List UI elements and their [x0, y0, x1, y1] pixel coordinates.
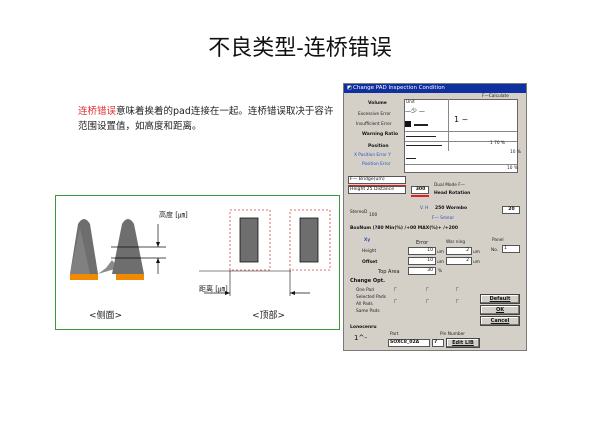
offset-warning-value: 2 [466, 258, 469, 263]
position-error-slider[interactable] [406, 158, 416, 159]
pin-number-label: Pin Number [440, 332, 466, 337]
volume-label: Volume [368, 101, 387, 106]
warning-column-header: War ning [446, 240, 466, 245]
vh-label: V. H [420, 206, 429, 211]
panel-pct-3: 10 % [507, 166, 518, 171]
offset-error-value: 10 [427, 258, 433, 263]
height-warning-input[interactable]: 2 [446, 247, 472, 255]
insufficient-color-swatch[interactable] [405, 121, 411, 127]
stereo-label: StereoD [350, 210, 368, 215]
dialog-titlebar[interactable]: ◩Change PAD Inspection Condition [344, 84, 526, 93]
panel-note-2: 1 ~ [454, 115, 469, 124]
window-icon: ◩ [347, 85, 352, 91]
height-error-value: 10 [427, 248, 433, 253]
top-area-input[interactable]: 30 [408, 267, 436, 275]
slide-description: 连桥错误意味着挨着的pad连接在一起。连桥错误取决于容许范围设置值，如高度和距离… [78, 104, 338, 134]
worm-input[interactable]: 20 [502, 206, 520, 214]
part-input[interactable]: SOXC8_02A [388, 339, 430, 347]
calculate-checkbox-label[interactable]: F—Calculate [482, 94, 509, 99]
bridge-checkbox-field[interactable]: F— Bridge(um) [348, 176, 406, 184]
default-button[interactable]: Default [480, 294, 520, 304]
description-text: 意味着挨着的pad连接在一起。连桥错误取决于容许范围设置值，如高度和距离。 [78, 106, 334, 132]
panel-pct-1: 1 70 % [490, 141, 506, 146]
stereo-value: 100 [369, 213, 378, 218]
side-view-caption: <侧面> [89, 311, 123, 321]
x-position-error-label: X Position Error Y [354, 153, 391, 158]
dialog-title: Change PAD Inspection Condition [353, 85, 445, 91]
panel-pct-2: 10 % [510, 150, 521, 155]
bridge-height-field[interactable]: Height 25 Distance [348, 186, 406, 194]
worm-label: 250 Wormbo [435, 206, 468, 211]
description-highlight: 连桥错误 [78, 106, 117, 117]
pin-number-input[interactable]: 7 [432, 339, 444, 347]
smear-label[interactable]: F— Smear [432, 216, 455, 221]
top-area-label: Top Area [378, 269, 400, 275]
offset-error-unit: um [437, 260, 444, 265]
insufficient-level-bar [414, 124, 428, 126]
panel-note-1: —少 — [405, 108, 425, 115]
solder-bridge-shape [98, 260, 118, 274]
part-value: SOXC8_02A [390, 340, 420, 345]
top-area-unit: % [438, 269, 443, 274]
height-error-unit: um [437, 250, 444, 255]
bridge-distance-value: 300 [415, 187, 426, 192]
bridge-height-label: Height 25 Distance [350, 187, 395, 192]
slide-title: 不良类型-连桥错误 [208, 36, 392, 61]
cancel-button[interactable]: Cancel [480, 316, 520, 326]
excessive-error-label: Excessive Error [358, 112, 391, 117]
selected-pads-option[interactable]: Selected Pads [356, 295, 386, 300]
dual-mode-label[interactable]: Dual Mode F— [434, 183, 466, 188]
pad-copper-left [70, 274, 98, 280]
part-label: Part [390, 332, 399, 337]
insufficient-error-label: Insufficient Error [356, 122, 392, 127]
pad-copper-right [116, 274, 144, 280]
bridge-distance-input[interactable]: 300 [411, 186, 429, 194]
change-opt-title: Change Opt. [350, 278, 385, 284]
height-label: 高度 [㎛] [159, 211, 188, 219]
pin-number-value: 7 [434, 340, 438, 345]
position-label: Position [368, 144, 389, 149]
solder-pad-left-shape [70, 219, 98, 274]
offset-error-input[interactable]: 10 [408, 257, 436, 265]
error-column-header: Error [416, 240, 429, 246]
panel-number-value: 1 [504, 246, 507, 251]
position-error-label: Position Error [362, 162, 391, 167]
top-area-value: 30 [427, 268, 433, 273]
all-pads-option[interactable]: All Pads [356, 302, 373, 307]
one-pad-option[interactable]: One Pad [356, 288, 374, 293]
unit-label: Unit [406, 100, 415, 105]
distance-label: 距离 [㎛] [199, 285, 228, 293]
change-pad-inspection-dialog: ◩Change PAD Inspection Condition F—Calcu… [343, 83, 527, 351]
offset-warning-input[interactable]: 2 [446, 257, 472, 265]
panel-no-label: No. [491, 248, 499, 253]
same-pads-option[interactable]: Same Pads [356, 309, 380, 314]
panel-number-input[interactable]: 1 [502, 245, 520, 253]
edit-lib-button[interactable]: Edit LIB [446, 338, 480, 348]
bridge-label: F— Bridge(um) [350, 177, 385, 182]
height-warning-value: 2 [466, 248, 469, 253]
bridge-diagram-drawing [70, 209, 331, 296]
height-row-label: Height [362, 249, 377, 254]
worm-value: 20 [508, 207, 515, 212]
top-view-caption: <顶部> [252, 311, 286, 321]
panel-label: Panel [492, 238, 504, 243]
warning-ratio-slider[interactable] [406, 136, 436, 137]
bridge-diagram: 高度 [㎛] 距离 [㎛] <侧面> <顶部> [55, 195, 340, 330]
lonocenru-label: Lonocenru [350, 325, 377, 330]
bottom-marker: 1^- [354, 334, 367, 342]
warning-ratio-label: Warning Ratio [362, 132, 399, 137]
position-slider[interactable] [406, 145, 442, 146]
box-num-label: BoxNum (?80 Min(%) /+00 MAX(%)+ /+200 [350, 226, 458, 231]
height-warning-unit: um [473, 250, 480, 255]
height-error-input[interactable]: 10 [408, 247, 436, 255]
offset-warning-unit: um [473, 260, 480, 265]
offset-row-label: Offset [362, 260, 378, 265]
xy-label: Xy [364, 238, 371, 243]
solder-pad-right-shape [112, 219, 144, 274]
ok-button[interactable]: OK [480, 305, 520, 315]
head-rotation-label: Head Rotation [434, 191, 471, 196]
